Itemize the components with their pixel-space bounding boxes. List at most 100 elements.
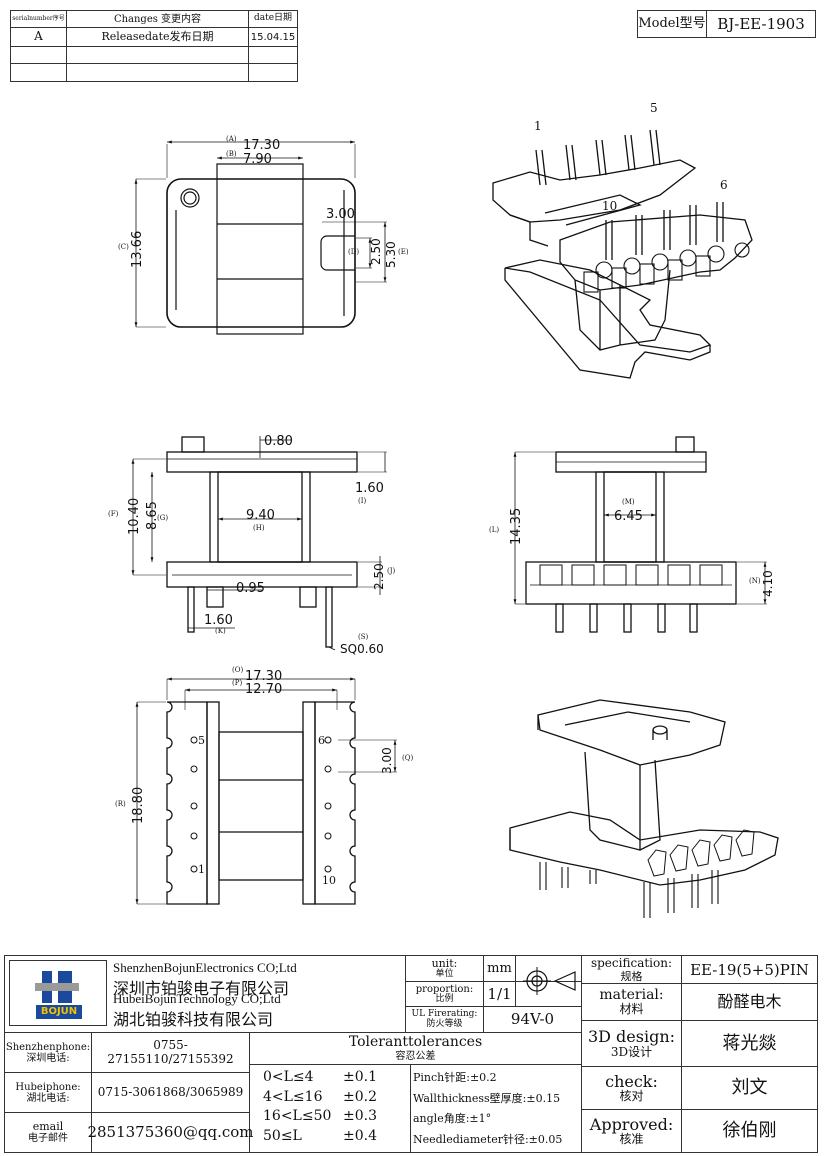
unit-value: mm xyxy=(487,960,512,976)
email-label-en: email xyxy=(32,1119,64,1133)
bottom-pin-10: 10 xyxy=(322,874,336,887)
pin-label-10: 10 xyxy=(602,199,617,213)
revision-table: serialnumber序号 Changes 变更内容 date日期 A Rel… xyxy=(10,10,298,82)
title-block: BOJUN ShenzhenBojunElectronics CO;Ltd 深圳… xyxy=(4,955,818,1153)
tol-value: ±0.1 xyxy=(343,1069,377,1085)
company-line-2: 深圳市铂骏电子有限公司 xyxy=(113,979,290,998)
email-label-cn: 电子邮件 xyxy=(28,1133,68,1145)
note-needle: Needlediameter针径:±0.05 xyxy=(413,1132,563,1146)
design-label: 3D design: 3D设计 xyxy=(582,1021,681,1066)
pin-label-6: 6 xyxy=(720,178,728,192)
approved-label-cn: 核准 xyxy=(619,1132,644,1147)
dim-g-value: 8.65 xyxy=(145,501,160,530)
design-value: 蒋光燚 xyxy=(722,1032,777,1054)
email-value[interactable]: 2851375360@qq.com xyxy=(87,1123,254,1142)
dim-q-tag: (Q) xyxy=(402,754,413,762)
note-pinch: Pinch针距:±0.2 xyxy=(413,1071,497,1084)
tol-range: 0<L≤4 xyxy=(263,1069,314,1085)
dim-g-tag: (G) xyxy=(157,514,168,522)
dim-s-value: SQ0.60 xyxy=(340,642,384,656)
dim-slot-value: 3.00 xyxy=(326,207,355,222)
check-label: check: 核对 xyxy=(582,1067,681,1109)
model-box: Model型号 BJ-EE-1903 xyxy=(637,10,816,38)
approved-value: 徐伯刚 xyxy=(722,1120,777,1142)
dim-l-tag: (L) xyxy=(489,526,499,534)
material-label-cn: 材料 xyxy=(619,1002,644,1017)
approved-label: Approved: 核准 xyxy=(582,1110,681,1152)
unit-label-en: unit: xyxy=(431,957,458,970)
dim-r-tag: (R) xyxy=(115,800,126,808)
dim-gap-value: 0.95 xyxy=(236,581,265,596)
tolerance-row: 16<L≤50 ±0.3 xyxy=(263,1107,408,1127)
dim-o-tag: (O) xyxy=(232,666,243,674)
dim-b-tag: (B) xyxy=(226,150,237,158)
dim-k-value: 1.60 xyxy=(204,613,233,628)
bottom-pin-5: 5 xyxy=(198,734,205,747)
proportion-label-cn: 比例 xyxy=(435,993,454,1004)
design-label-en: 3D design: xyxy=(587,1027,676,1047)
dim-a-tag: (A) xyxy=(226,135,237,143)
unit-label: unit: 单位 xyxy=(406,957,483,981)
tolerance-row: 50≤L ±0.4 xyxy=(263,1127,408,1147)
spec-label-en: specification: xyxy=(590,956,673,971)
rev-col-line xyxy=(248,47,249,81)
rev-serial: A xyxy=(11,28,67,47)
unit-label-cn: 单位 xyxy=(435,969,454,980)
rev-change: Releasedate发布日期 xyxy=(67,28,249,47)
dim-n-value: 4.10 xyxy=(761,570,775,597)
logo-box: BOJUN xyxy=(9,960,107,1026)
dim-c-tag: (C) xyxy=(118,243,129,251)
approved-label-en: Approved: xyxy=(589,1114,674,1134)
dim-p-tag: (P) xyxy=(232,679,242,687)
note-angle: angle角度:±1° xyxy=(413,1112,492,1125)
tolerance-row: 0<L≤4 ±0.1 xyxy=(263,1068,408,1088)
rev-header-date: date日期 xyxy=(249,11,297,28)
design-label-cn: 3D设计 xyxy=(610,1044,653,1059)
drawing-canvas: (A) 17.30 (B) 7.90 (C) 13.66 3.00 (D) 2.… xyxy=(108,101,779,918)
dim-q-value: 3.00 xyxy=(380,747,394,774)
proportion-label-en: proportion: xyxy=(415,983,474,995)
note-wall: Wallthickness壁厚度:±0.15 xyxy=(413,1091,561,1105)
tol-range: 50≤L xyxy=(263,1127,302,1144)
dim-l-value: 14.35 xyxy=(509,508,524,545)
phone-sz-label-cn: 深圳电话: xyxy=(26,1052,70,1064)
tol-range: 4<L≤16 xyxy=(263,1088,323,1105)
pin-label-5: 5 xyxy=(650,101,658,115)
dim-s-tag: (S) xyxy=(358,633,369,641)
tol-value: ±0.4 xyxy=(343,1127,377,1144)
rev-date: 15.04.15 xyxy=(249,28,297,47)
email-label: email 电子邮件 xyxy=(5,1113,91,1152)
rev-header-changes: Changes 变更内容 xyxy=(67,11,249,28)
dim-f-tag: (F) xyxy=(108,510,119,518)
projection-icon xyxy=(517,958,579,1004)
dim-p-value: 12.70 xyxy=(245,682,282,697)
tol-value: ±0.3 xyxy=(343,1108,377,1124)
tolerance-title-en: Toleranttolerances xyxy=(348,1034,483,1051)
company-line-4: 湖北铂骏科技有限公司 xyxy=(113,1010,274,1029)
phone-sz-label-en: Shenzhenphone: xyxy=(5,1041,91,1053)
top-view-labels: (A) 17.30 (B) 7.90 (C) 13.66 3.00 (D) 2.… xyxy=(118,135,409,268)
company-line-3: HubeiBojunTechnology CO;Ltd xyxy=(113,991,281,1006)
material-label-en: material: xyxy=(599,986,664,1003)
dim-j-tag: (J) xyxy=(387,567,396,575)
dim-d-tag: (D) xyxy=(348,248,359,256)
material-value: 酚醛电木 xyxy=(717,992,782,1012)
dim-m-value: 6.45 xyxy=(614,509,643,524)
ul-label: UL Firerating: 防火等级 xyxy=(406,1007,483,1032)
dim-h-tag: (H) xyxy=(253,524,265,532)
tolerance-row: 4<L≤16 ±0.2 xyxy=(263,1088,408,1108)
dim-n-tag: (N) xyxy=(749,577,761,585)
tol-range: 16<L≤50 xyxy=(263,1108,332,1124)
dim-h-value: 9.40 xyxy=(246,508,275,523)
model-value: BJ-EE-1903 xyxy=(717,14,805,33)
iso-view-bottom xyxy=(509,699,779,918)
phone-hb-label-cn: 湖北电话: xyxy=(26,1092,70,1104)
tol-value: ±0.2 xyxy=(343,1088,377,1105)
iso-top-pin-labels: 1 5 6 10 xyxy=(534,101,728,213)
ul-label-en: UL Firerating: xyxy=(411,1008,478,1019)
dim-f-value: 10.40 xyxy=(127,498,142,535)
dim-b-value: 7.90 xyxy=(243,152,272,167)
phone-sz-value: 0755-27155110/27155392 xyxy=(107,1038,234,1066)
iso-view-top xyxy=(492,129,753,379)
dim-k-tag: (K) xyxy=(215,627,226,635)
